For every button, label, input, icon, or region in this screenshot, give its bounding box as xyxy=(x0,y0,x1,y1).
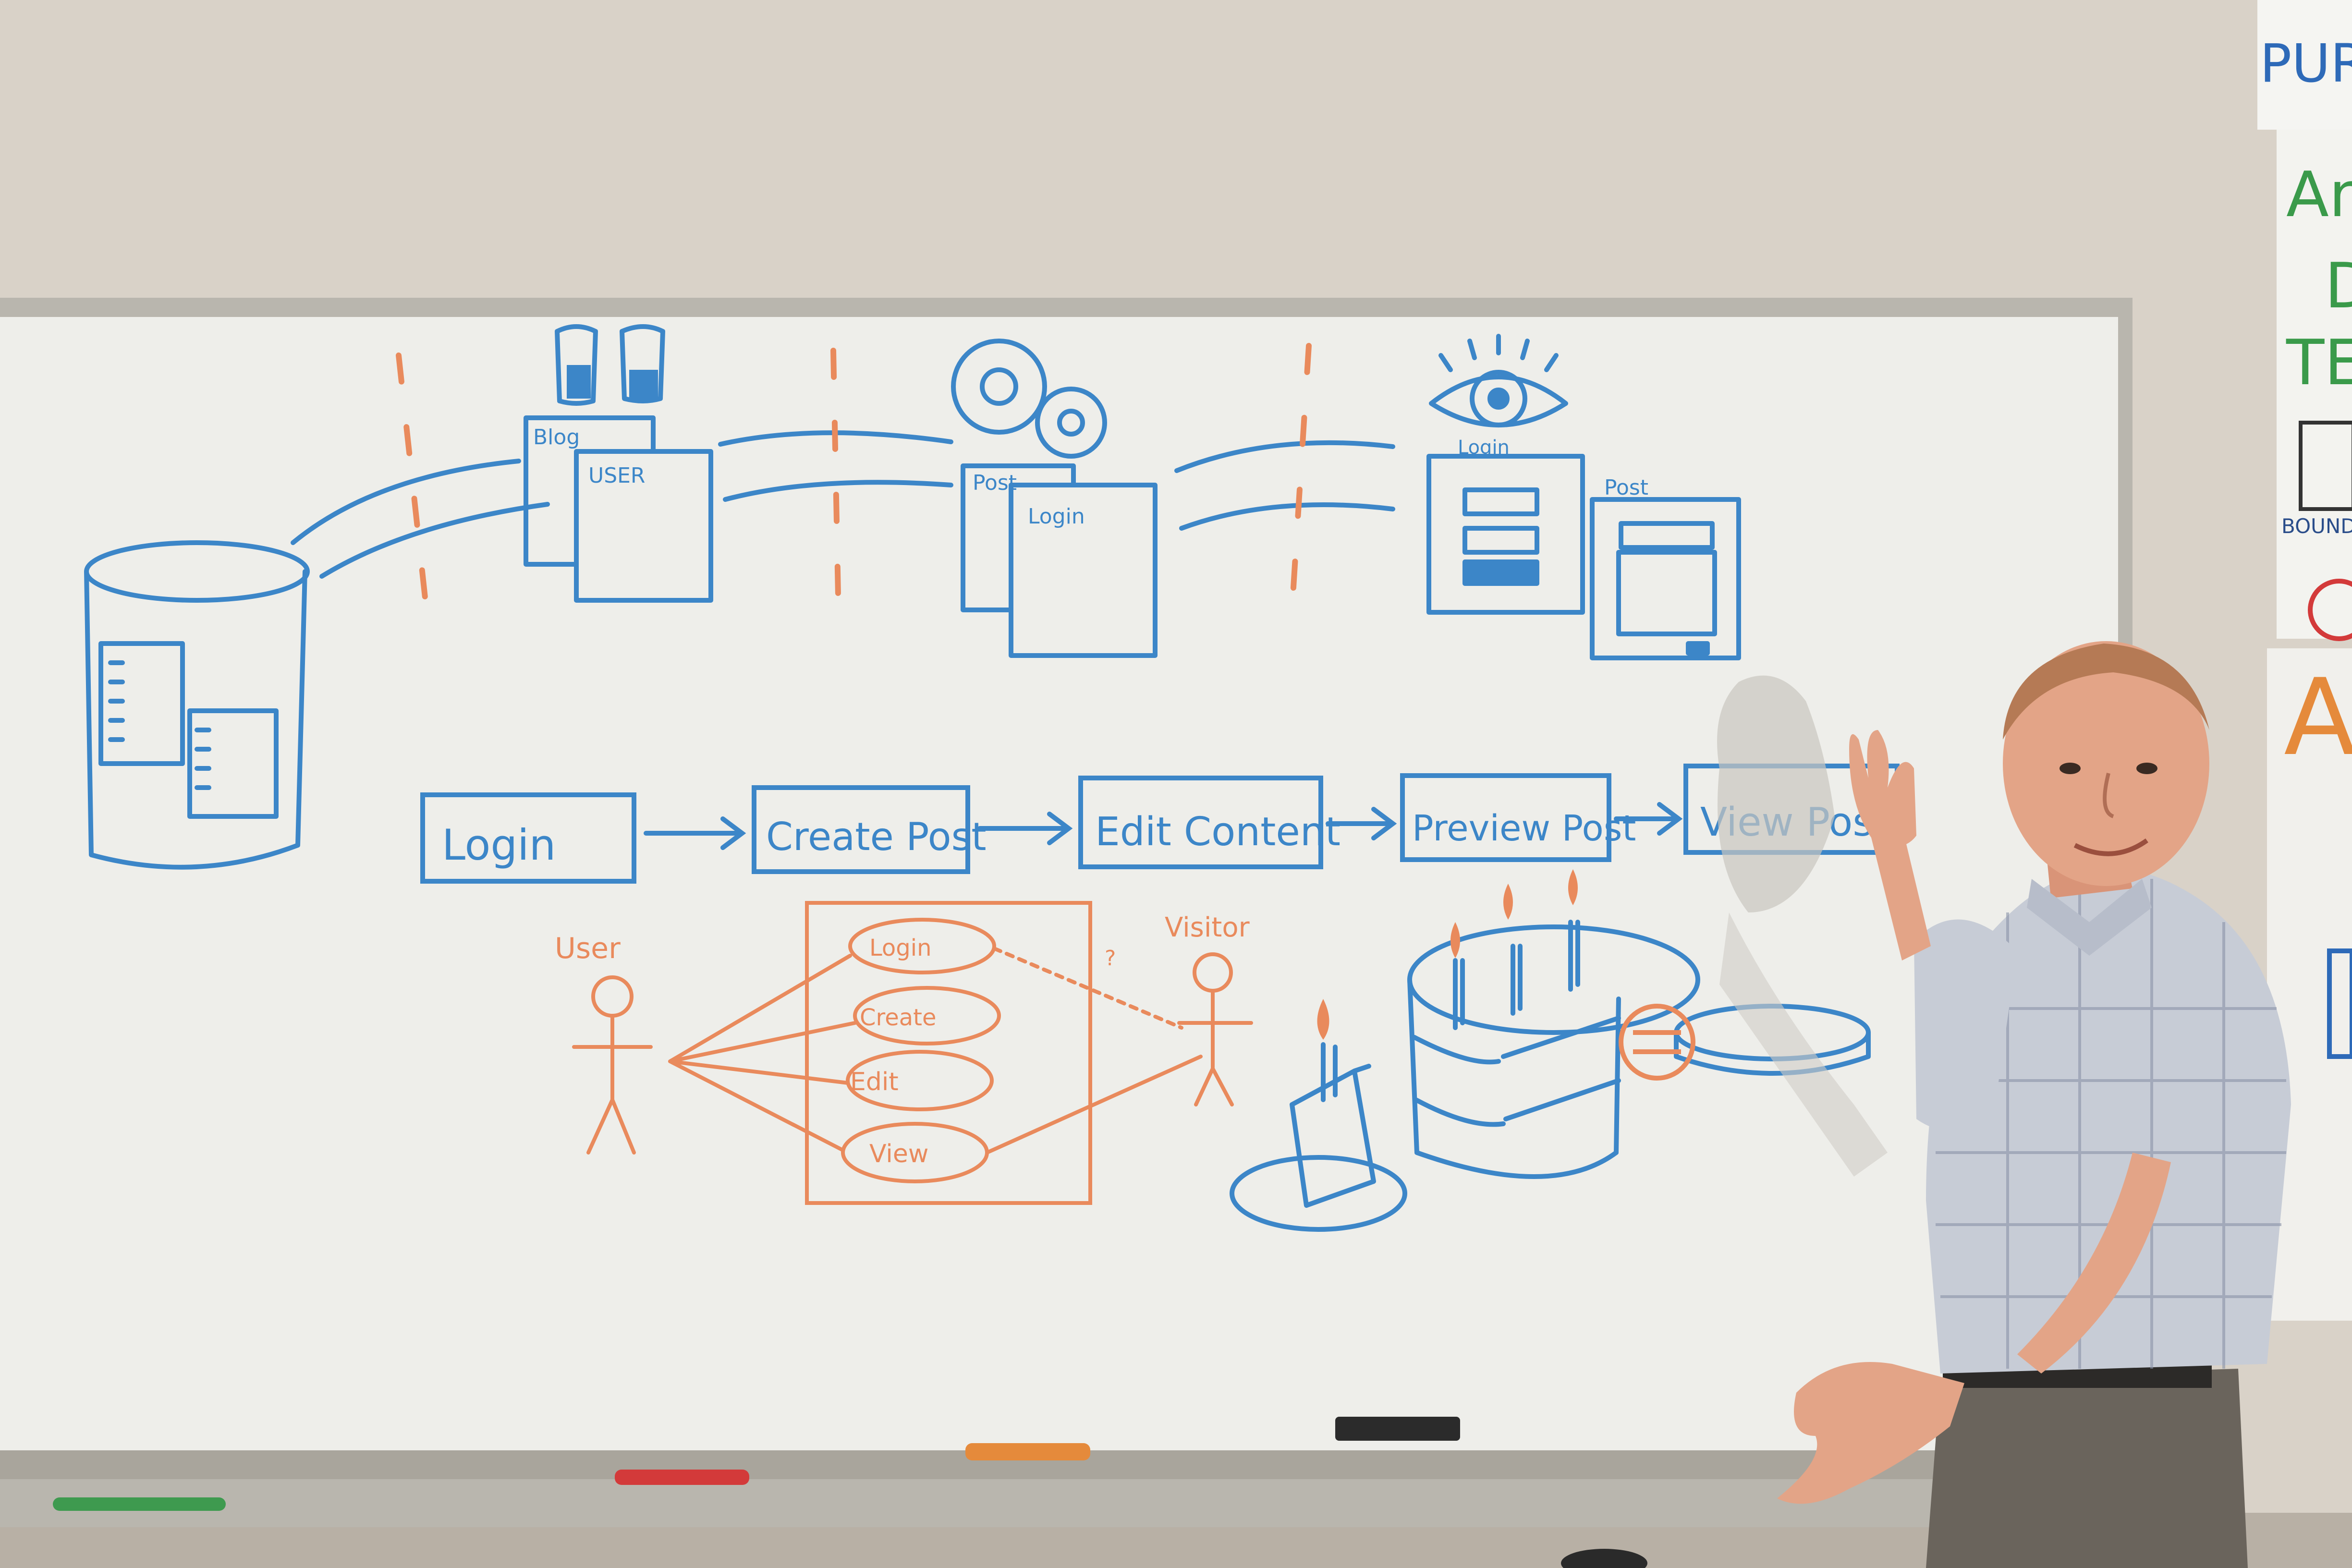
use-case-diagram xyxy=(572,901,1253,1205)
flow-box-edit-content xyxy=(1078,776,1323,869)
use-case-view-label: View xyxy=(869,1140,928,1168)
collar xyxy=(2027,879,2152,956)
system-boundary xyxy=(805,901,1092,1205)
pipe-6 xyxy=(1179,502,1395,531)
raised-forearm xyxy=(1868,821,1931,960)
flipchart-paper-top xyxy=(2257,0,2352,130)
hair xyxy=(2003,644,2209,740)
actor-visitor-figure xyxy=(1177,952,1253,1106)
flow-arrows xyxy=(644,802,1683,850)
post-label-1: Post xyxy=(973,471,1017,495)
flipchart-line-a: An xyxy=(2286,158,2352,231)
database-cylinder xyxy=(84,540,310,870)
head xyxy=(2003,641,2209,886)
architecture-sketch xyxy=(84,324,1741,870)
green-marker xyxy=(53,1497,226,1511)
mouth xyxy=(2073,838,2148,856)
blog-label: Blog xyxy=(533,425,580,450)
pipe-2 xyxy=(319,502,550,579)
pipe-3 xyxy=(718,430,953,447)
flipchart-title: PURP xyxy=(2260,33,2352,94)
arm-shadow xyxy=(1719,912,1888,1177)
tray-items xyxy=(53,1417,1460,1511)
use-case-login xyxy=(848,918,996,974)
user-label: USER xyxy=(588,463,646,488)
flipchart-line-d: A xyxy=(2284,656,2352,779)
use-case-question-mark: ? xyxy=(1105,946,1116,971)
gear-icons xyxy=(951,339,1107,459)
raised-hand xyxy=(1849,730,1916,847)
transform-symbol xyxy=(1619,1004,1695,1081)
shirt xyxy=(1926,868,2291,1374)
eye-icon xyxy=(1429,334,1568,427)
post-mock xyxy=(1590,497,1741,660)
flow-step-edit-content: Edit Content xyxy=(1095,809,1341,855)
server-icons xyxy=(555,324,665,406)
flipchart-boundary: BOUNDAR xyxy=(2281,514,2352,538)
flipchart-blue-mark xyxy=(2327,948,2352,1059)
flow-box-login xyxy=(420,792,636,884)
flipchart-box xyxy=(2299,421,2352,511)
flow-step-preview-post: Preview Post xyxy=(1412,808,1636,849)
cup xyxy=(1561,1549,1647,1568)
orange-marker xyxy=(965,1443,1090,1460)
candle-flames xyxy=(1317,869,1578,1040)
flow-step-create-post: Create Post xyxy=(766,814,987,859)
flipchart-line-c: TE xyxy=(2286,326,2352,399)
pipe-5 xyxy=(1174,440,1395,473)
actor-user-label: User xyxy=(555,932,621,965)
flow-box-create-post xyxy=(752,785,970,874)
flipchart-paper-middle xyxy=(2277,130,2352,639)
left-eye xyxy=(2060,763,2081,774)
whiteboard xyxy=(0,298,2133,1527)
red-marker xyxy=(615,1470,749,1485)
big-cake-body xyxy=(1407,977,1621,1179)
hand-shadow xyxy=(1717,675,1835,912)
raised-arm-sleeve xyxy=(1914,919,2017,1131)
login-form-mock xyxy=(1426,454,1585,615)
actor-user-figure xyxy=(572,975,653,1155)
eraser xyxy=(1335,1417,1460,1441)
pants xyxy=(1926,1369,2248,1568)
login-label-2: Login xyxy=(1458,437,1510,459)
user-card xyxy=(574,449,713,603)
use-case-edit-label: Edit xyxy=(850,1068,899,1096)
actor-visitor-label: Visitor xyxy=(1165,912,1250,943)
plate xyxy=(1230,1155,1407,1232)
presenter-person xyxy=(1777,641,2291,1568)
lower-hand xyxy=(1777,1362,1964,1504)
pipe-1 xyxy=(291,459,521,545)
flipchart-stop-sign xyxy=(2308,579,2352,641)
use-case-create-label: Create xyxy=(860,1004,937,1031)
use-case-create xyxy=(853,986,1001,1045)
right-eye xyxy=(2136,763,2157,774)
flipchart-line-b: D xyxy=(2325,249,2352,322)
use-case-login-label: Login xyxy=(869,935,932,961)
login-card xyxy=(1009,483,1158,658)
flow-step-login: Login xyxy=(442,820,556,870)
flow-box-preview-post xyxy=(1400,773,1611,862)
pipe-4 xyxy=(723,480,953,502)
flipchart: PURP An D TE BOUNDAR A xyxy=(2257,0,2352,1321)
nose xyxy=(2103,773,2114,818)
tier-separators xyxy=(396,343,1312,622)
lower-arm xyxy=(2017,1153,2171,1374)
login-label-1: Login xyxy=(1028,504,1085,529)
post-label-2: Post xyxy=(1604,475,1648,500)
use-case-edit xyxy=(846,1050,994,1111)
